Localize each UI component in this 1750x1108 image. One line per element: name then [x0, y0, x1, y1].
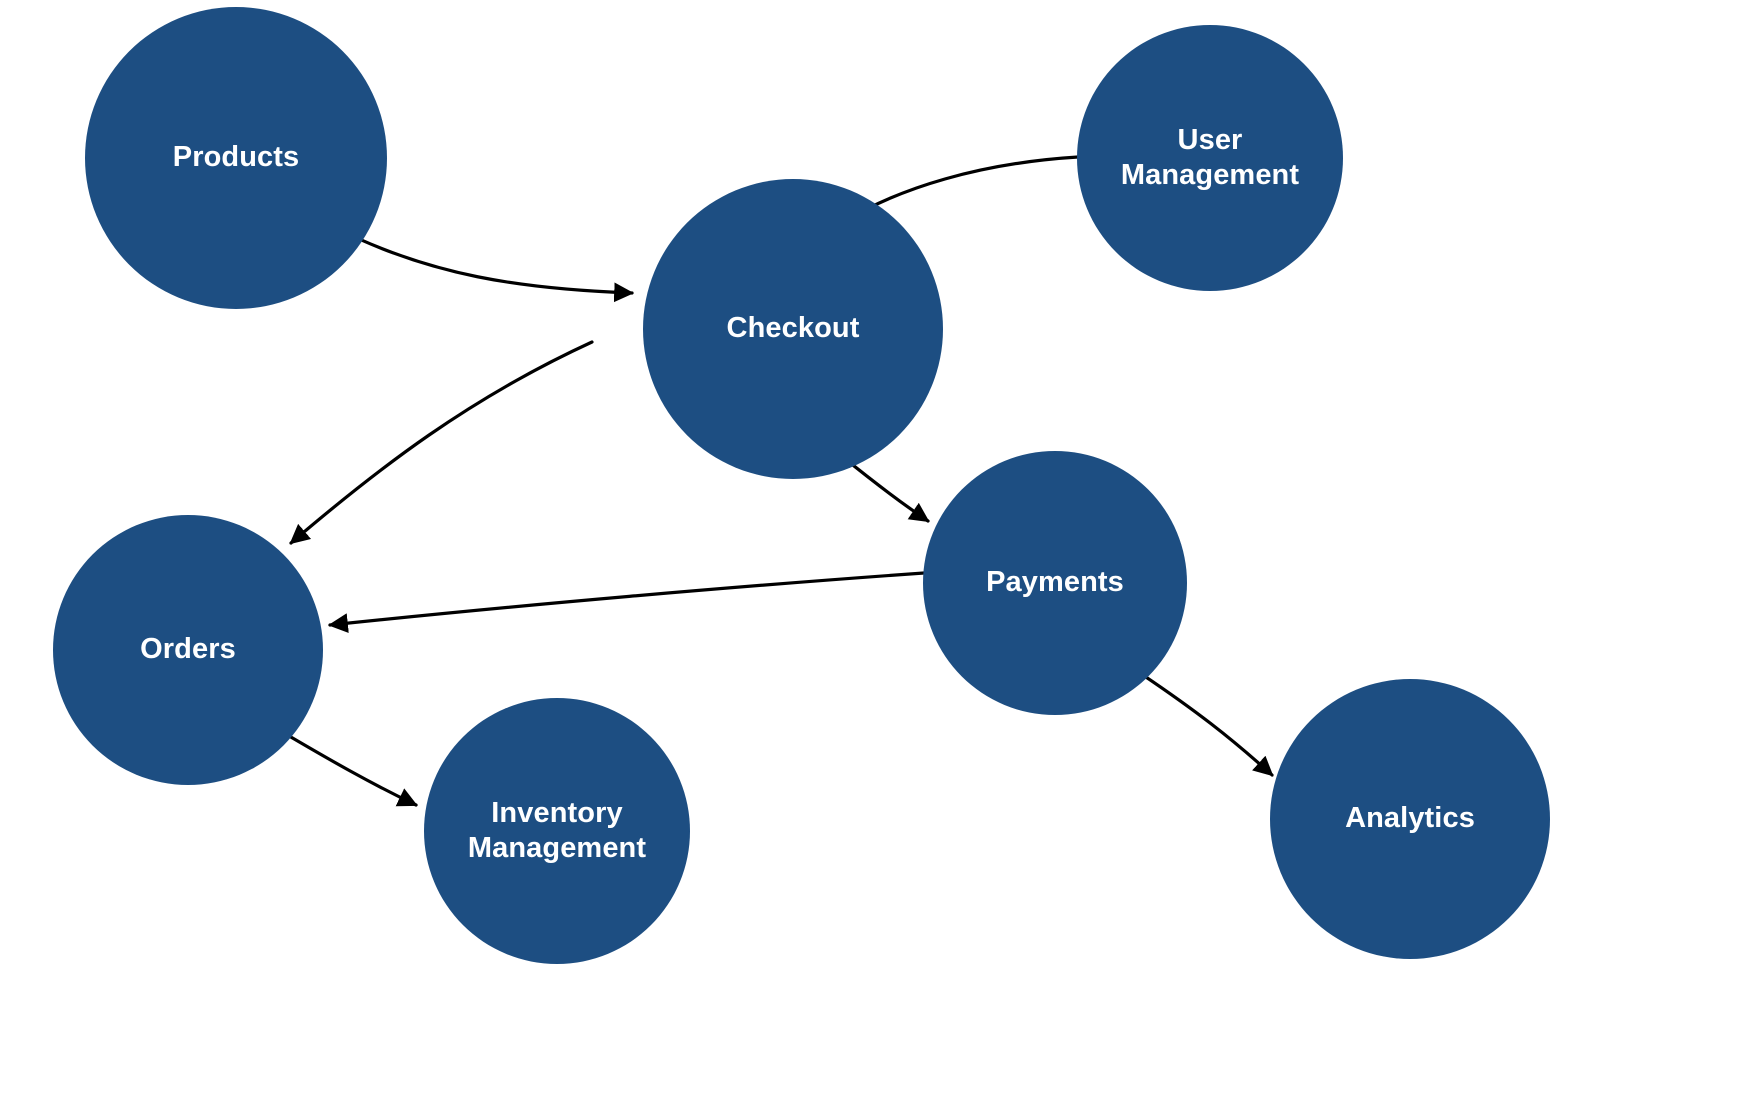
node-label-orders: Orders: [140, 633, 236, 666]
node-payments[interactable]: Payments: [923, 451, 1187, 715]
node-label-products: Products: [172, 141, 300, 174]
edge-products-to-checkout[interactable]: [336, 227, 634, 303]
node-orders[interactable]: Orders: [53, 515, 323, 785]
node-label-checkout: Checkout: [726, 312, 860, 345]
node-label-user_mgmt: User Management: [1120, 123, 1300, 191]
edge-checkout-to-orders[interactable]: [289, 340, 594, 545]
node-products[interactable]: Products: [85, 7, 387, 309]
node-label-inventory: Inventory Management: [467, 796, 647, 864]
edge-payments-to-analytics[interactable]: [1138, 671, 1274, 777]
node-label-payments: Payments: [986, 566, 1124, 599]
edge-payments-to-orders[interactable]: [328, 571, 926, 633]
node-checkout[interactable]: Checkout: [643, 179, 943, 479]
node-analytics[interactable]: Analytics: [1270, 679, 1550, 959]
node-user_mgmt[interactable]: User Management: [1077, 25, 1343, 291]
edge-orders-to-inventory[interactable]: [282, 731, 418, 807]
node-inventory[interactable]: Inventory Management: [424, 698, 690, 964]
node-label-analytics: Analytics: [1345, 802, 1475, 835]
